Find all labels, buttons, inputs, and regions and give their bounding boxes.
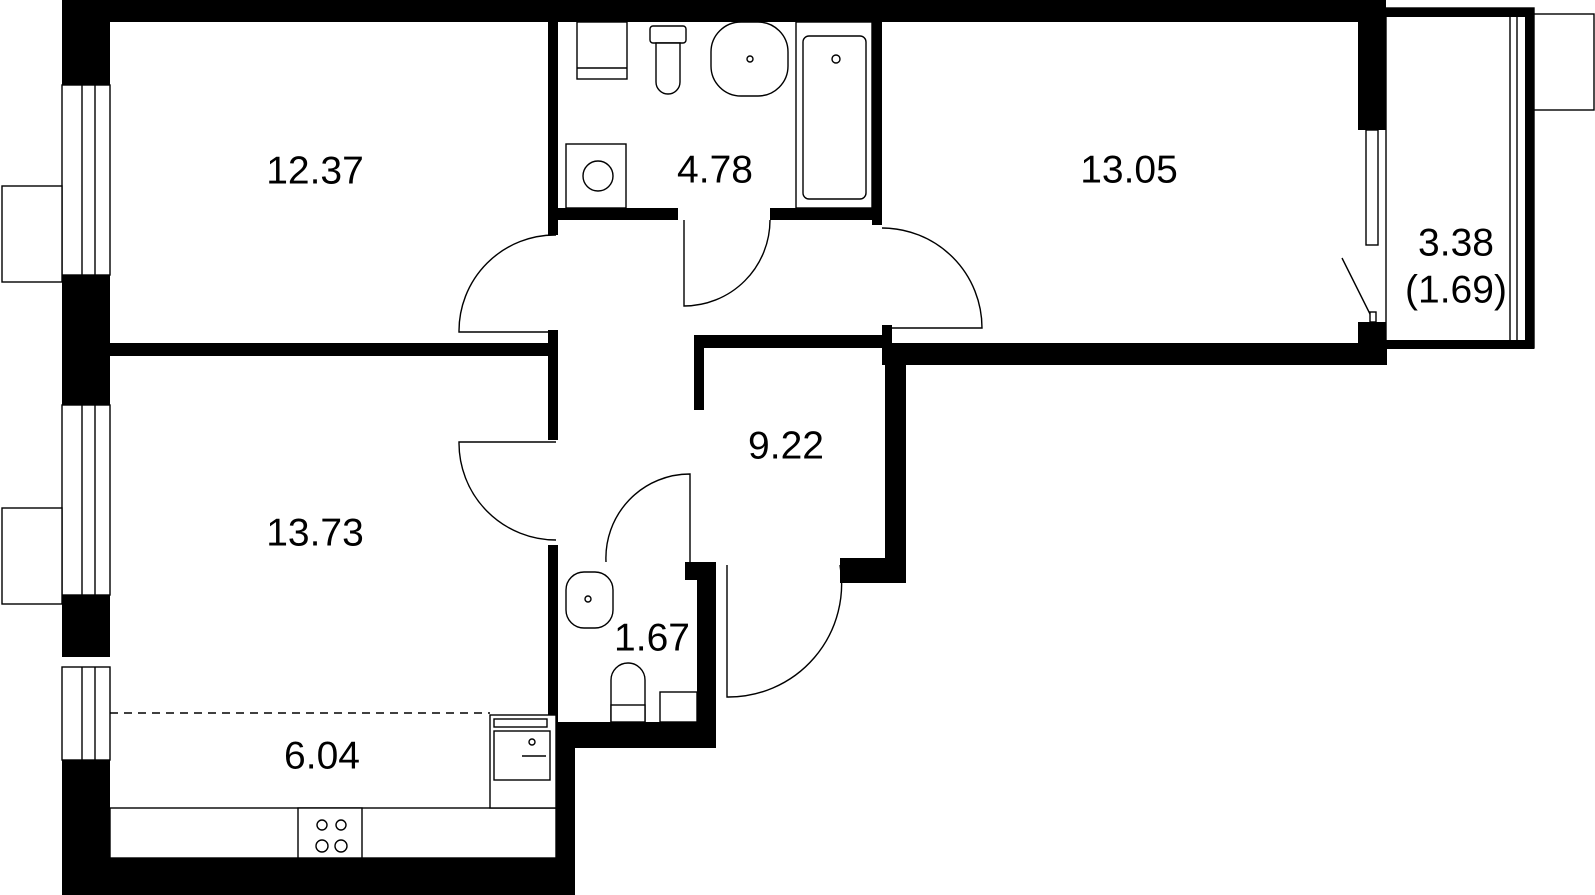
area-labels: 12.37 4.78 13.05 3.38 (1.69) 9.22 13.73 …	[266, 148, 1507, 777]
wall-hall-top	[694, 335, 886, 348]
wall-bath-bottom-2	[770, 208, 882, 220]
wall-left-3	[62, 595, 110, 657]
door-bedroom1[interactable]	[458, 234, 557, 333]
area-bedroom-2: 13.05	[1080, 148, 1178, 191]
door-bedroom2[interactable]	[881, 227, 983, 329]
window-sill-living	[1, 507, 63, 605]
area-balcony: 3.38	[1418, 221, 1494, 264]
kitchen-cabinet-top	[493, 718, 548, 728]
bath-toilet-bowl	[655, 42, 681, 95]
wall-hall-top-left	[694, 335, 704, 410]
wall-bath-right	[872, 10, 882, 225]
balcony-bottom-rail	[1386, 340, 1534, 349]
door-toilet[interactable]	[605, 473, 691, 563]
balcony-door-leaf	[1365, 129, 1379, 246]
toilet-cabinet	[659, 691, 698, 723]
washing-machine-drum	[582, 160, 614, 192]
toilet-sink-drain	[584, 595, 592, 603]
area-bedroom-1: 12.37	[266, 149, 364, 192]
wall-bedroom2-stub	[882, 325, 892, 343]
hob-burner-4	[334, 839, 348, 853]
window-sill-bedroom1	[1, 185, 63, 283]
walls	[62, 0, 1387, 895]
wall-left-1	[62, 0, 110, 85]
balcony-structure	[1341, 7, 1595, 349]
bathroom-fixtures	[565, 21, 873, 209]
toilet-fixtures	[565, 571, 698, 723]
kitchen-fixtures	[109, 712, 557, 859]
balcony-right-rail	[1525, 8, 1534, 349]
kitchen-hob	[297, 807, 363, 859]
kitchen-sink-drain	[528, 738, 536, 746]
wall-right-2	[1358, 322, 1386, 365]
door-entrance[interactable]	[726, 564, 843, 698]
wall-corridor-left-1	[548, 10, 558, 235]
wall-hall-right	[885, 343, 906, 583]
wall-right-1	[1358, 0, 1386, 130]
window-bedroom1	[61, 84, 111, 276]
wall-toilet-right	[697, 562, 716, 748]
area-balcony-reduced: (1.69)	[1405, 268, 1507, 311]
area-hallway: 9.22	[748, 424, 824, 467]
balcony-top-rail	[1386, 8, 1534, 17]
balcony-door-swing	[1341, 257, 1373, 319]
balcony-door-stop	[1369, 311, 1377, 323]
wall-bath-bottom-1	[548, 208, 678, 220]
wall-bottom	[62, 858, 575, 895]
bath-sink-drain	[746, 55, 754, 63]
wall-bedroom2-bottom	[882, 343, 1387, 365]
area-toilet: 1.67	[614, 616, 690, 659]
wall-top	[62, 0, 1377, 22]
area-kitchen: 6.04	[284, 734, 360, 777]
hob-burner-2	[335, 819, 347, 831]
balcony-frame-box	[1533, 13, 1595, 111]
wall-left-2	[62, 275, 110, 405]
bath-toilet-tank	[649, 25, 687, 44]
hob-burner-1	[316, 819, 328, 831]
toilet-tank	[610, 704, 646, 723]
window-kitchen	[61, 666, 111, 761]
bathtub-drain	[831, 54, 841, 64]
windows	[1, 84, 111, 761]
bathtub-inner	[802, 35, 867, 200]
hob-burner-3	[315, 839, 329, 853]
wall-toilet-left	[548, 545, 558, 745]
wall-corridor-left-2	[548, 330, 558, 440]
area-living-room: 13.73	[266, 511, 364, 554]
wall-toilet-bottom	[556, 722, 716, 748]
area-bathroom: 4.78	[677, 148, 753, 191]
wall-kitchen-right	[556, 740, 575, 895]
door-bathroom[interactable]	[683, 219, 771, 307]
window-living	[61, 404, 111, 596]
door-living[interactable]	[458, 441, 557, 541]
doors	[458, 219, 983, 698]
wall-bedroom-living	[108, 343, 556, 356]
bath-cabinet	[576, 21, 628, 80]
wall-hall-bottom-right	[840, 558, 906, 583]
wall-toilet-top-right	[685, 562, 716, 580]
